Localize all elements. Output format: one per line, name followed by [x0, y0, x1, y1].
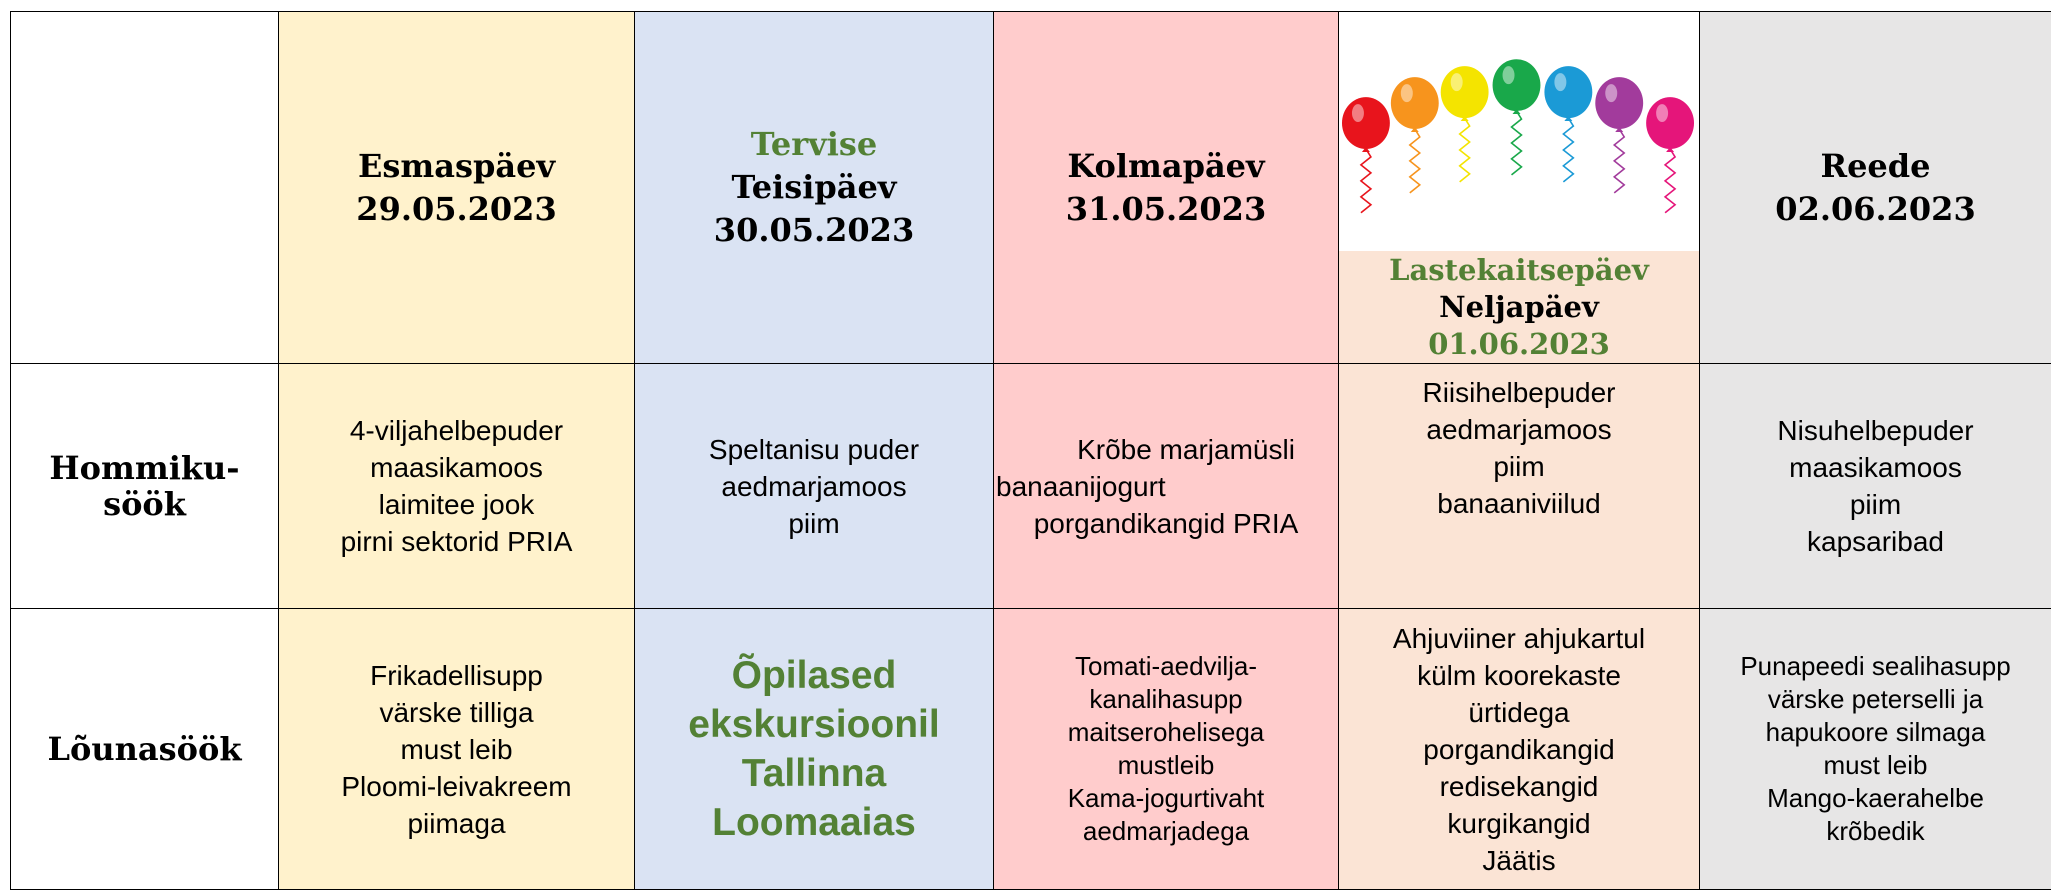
menu-line: krõbedik	[1700, 815, 2051, 848]
menu-line: porgandikangid PRIA	[994, 505, 1338, 542]
tuesday-date: 30.05.2023	[635, 209, 993, 252]
menu-line: Punapeedi sealihasupp	[1700, 650, 2051, 683]
tuesday-theme: Tervise	[635, 123, 993, 166]
weekly-menu-table: Esmaspäev 29.05.2023 Tervise Teisipäev 3…	[10, 11, 2051, 890]
monday-date: 29.05.2023	[279, 188, 634, 231]
thursday-lunch: Ahjuviiner ahjukartul külm koorekaste ür…	[1339, 609, 1700, 890]
friday-header: Reede 02.06.2023	[1700, 12, 2051, 364]
balloon	[1342, 97, 1390, 213]
friday-breakfast: Nisuhelbepuder maasikamoos piim kapsarib…	[1700, 364, 2051, 609]
tuesday-header: Tervise Teisipäev 30.05.2023	[635, 12, 994, 364]
tuesday-name: Teisipäev	[635, 166, 993, 209]
menu-line: Tomati-aedvilja-	[994, 650, 1338, 683]
breakfast-label-line: söök	[11, 486, 278, 522]
menu-line: mustleib	[994, 749, 1338, 782]
thursday-breakfast: Riisihelbepuder aedmarjamoos piim banaan…	[1339, 364, 1700, 609]
lunch-row: Lõunasöök Frikadellisupp värske tilliga …	[11, 609, 2051, 890]
lunch-label-text: Lõunasöök	[48, 730, 242, 768]
menu-line: redisekangid	[1339, 768, 1699, 805]
menu-line: Mango-kaerahelbe	[1700, 782, 2051, 815]
menu-line: porgandikangid	[1339, 731, 1699, 768]
menu-line: Riisihelbepuder	[1339, 374, 1699, 411]
excursion-line: Tallinna	[635, 749, 993, 798]
menu-line: Nisuhelbepuder	[1700, 412, 2051, 449]
monday-breakfast: 4-viljahelbepuder maasikamoos laimitee j…	[279, 364, 635, 609]
menu-line: värske peterselli ja	[1700, 683, 2051, 716]
wednesday-breakfast: Krõbe marjamüsli banaanijogurt porgandik…	[994, 364, 1339, 609]
menu-line: Kama-jogurtivaht	[994, 782, 1338, 815]
menu-line: must leib	[279, 731, 634, 768]
menu-line: Ahjuviiner ahjukartul	[1339, 620, 1699, 657]
excursion-line: Loomaaias	[635, 798, 993, 847]
menu-line: must leib	[1700, 749, 2051, 782]
menu-line: Speltanisu puder	[635, 431, 993, 468]
menu-line: piim	[635, 505, 993, 542]
balloon	[1595, 77, 1643, 193]
friday-name: Reede	[1700, 145, 2051, 188]
wednesday-name: Kolmapäev	[994, 145, 1338, 188]
friday-lunch: Punapeedi sealihasupp värske peterselli …	[1700, 609, 2051, 890]
menu-line: värske tilliga	[279, 694, 634, 731]
header-row: Esmaspäev 29.05.2023 Tervise Teisipäev 3…	[11, 12, 2051, 364]
thursday-name: Neljapäev	[1339, 289, 1699, 326]
thursday-theme: Lastekaitsepäev	[1339, 252, 1699, 289]
wednesday-header: Kolmapäev 31.05.2023	[994, 12, 1339, 364]
menu-line: piim	[1700, 486, 2051, 523]
menu-line: piimaga	[279, 805, 634, 842]
monday-lunch: Frikadellisupp värske tilliga must leib …	[279, 609, 635, 890]
wednesday-lunch: Tomati-aedvilja- kanalihasupp maitserohe…	[994, 609, 1339, 890]
menu-line: kapsaribad	[1700, 523, 2051, 560]
balloons-image	[1339, 12, 1699, 251]
menu-line: aedmarjadega	[994, 815, 1338, 848]
excursion-line: Õpilased	[635, 651, 993, 700]
menu-line: 4-viljahelbepuder	[279, 412, 634, 449]
balloon	[1544, 66, 1592, 182]
menu-line: Jäätis	[1339, 842, 1699, 879]
thursday-date: 01.06.2023	[1339, 326, 1699, 363]
menu-line: piim	[1339, 448, 1699, 485]
thursday-header: Lastekaitsepäev Neljapäev 01.06.2023	[1339, 12, 1700, 364]
balloon	[1441, 66, 1489, 182]
menu-line: banaaniviilud	[1339, 485, 1699, 522]
menu-line: laimitee jook	[279, 486, 634, 523]
monday-header: Esmaspäev 29.05.2023	[279, 12, 635, 364]
balloon	[1493, 59, 1541, 175]
breakfast-label: Hommiku- söök	[11, 364, 279, 609]
menu-line: hapukoore silmaga	[1700, 716, 2051, 749]
menu-line: banaanijogurt	[994, 468, 1338, 505]
menu-line: aedmarjamoos	[1339, 411, 1699, 448]
lunch-label: Lõunasöök	[11, 609, 279, 890]
excursion-line: ekskursioonil	[635, 700, 993, 749]
wednesday-date: 31.05.2023	[994, 188, 1338, 231]
menu-line: Frikadellisupp	[279, 657, 634, 694]
tuesday-breakfast: Speltanisu puder aedmarjamoos piim	[635, 364, 994, 609]
menu-line: aedmarjamoos	[635, 468, 993, 505]
breakfast-row: Hommiku- söök 4-viljahelbepuder maasikam…	[11, 364, 2051, 609]
menu-line: maitserohelisega	[994, 716, 1338, 749]
menu-line: kurgikangid	[1339, 805, 1699, 842]
tuesday-lunch: Õpilased ekskursioonil Tallinna Loomaaia…	[635, 609, 994, 890]
menu-line: maasikamoos	[1700, 449, 2051, 486]
thursday-header-text: Lastekaitsepäev Neljapäev 01.06.2023	[1339, 251, 1699, 363]
balloon	[1646, 97, 1694, 213]
balloon	[1391, 77, 1439, 193]
breakfast-label-line: Hommiku-	[11, 450, 278, 486]
menu-line: külm koorekaste	[1339, 657, 1699, 694]
menu-line: Ploomi-leivakreem	[279, 768, 634, 805]
friday-date: 02.06.2023	[1700, 188, 2051, 231]
corner-cell	[11, 12, 279, 364]
menu-line: kanalihasupp	[994, 683, 1338, 716]
menu-line: maasikamoos	[279, 449, 634, 486]
menu-line: Krõbe marjamüsli	[994, 431, 1338, 468]
menu-line: ürtidega	[1339, 694, 1699, 731]
menu-line: pirni sektorid PRIA	[279, 523, 634, 560]
monday-name: Esmaspäev	[279, 145, 634, 188]
